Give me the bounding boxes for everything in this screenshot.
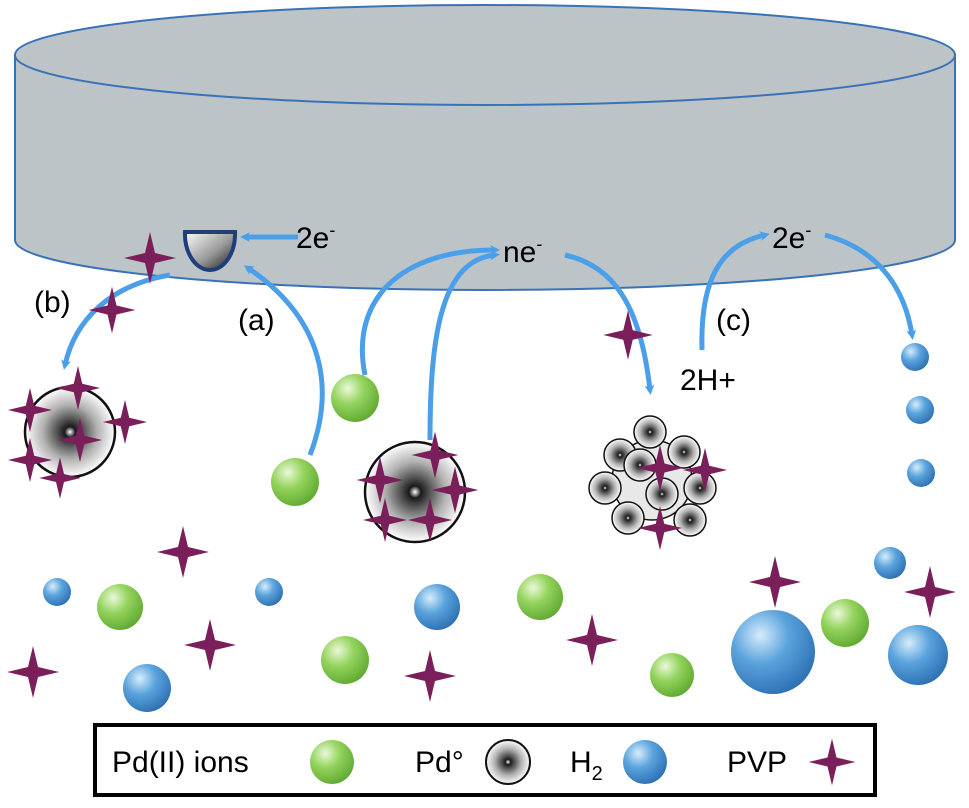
legend-pvp-label: PVP — [727, 746, 787, 779]
electrons-a-label: 2e- — [296, 220, 335, 255]
legend-h2-label: H2 — [570, 746, 603, 785]
legend: Pd(II) ions Pd° H2 PVP — [93, 723, 877, 797]
step-a-label: (a) — [238, 304, 275, 337]
electrons-mid-label: ne- — [503, 234, 542, 269]
legend-pd-ions-label: Pd(II) ions — [112, 746, 249, 779]
pd-zero-particle-left — [23, 385, 117, 479]
pd-ion-icon — [97, 374, 869, 697]
electrode-icon — [14, 4, 956, 291]
deposited-pd-icon — [182, 230, 238, 273]
electrons-c-label: 2e- — [772, 220, 811, 255]
pd-zero-cluster — [588, 415, 717, 537]
protons-label: 2H+ — [680, 364, 736, 397]
step-c-label: (c) — [716, 304, 751, 337]
pvp-icon — [7, 232, 956, 702]
step-b-label: (b) — [34, 286, 71, 319]
legend-pd-zero-icon — [485, 739, 531, 785]
h2-icon — [43, 343, 948, 712]
legend-h2-icon — [623, 740, 667, 784]
legend-pd-ion-icon — [310, 740, 354, 784]
legend-pd-zero-label: Pd° — [415, 746, 464, 779]
